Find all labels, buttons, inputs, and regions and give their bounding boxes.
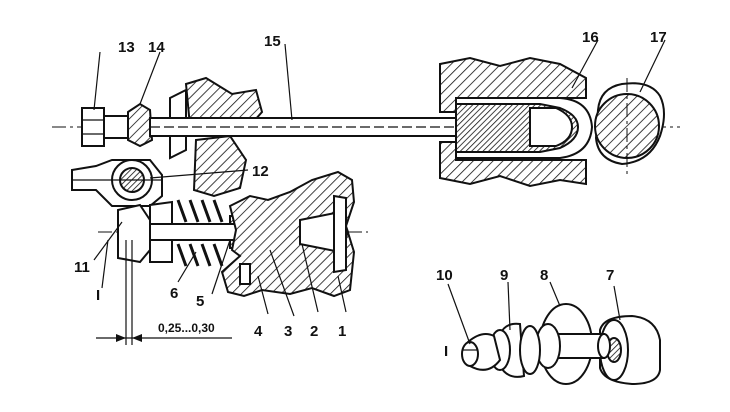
label-14: 14 <box>148 39 165 56</box>
label-11: 11 <box>74 259 90 276</box>
view-marker-I-detail: I <box>444 343 448 360</box>
label-2: 2 <box>310 323 318 340</box>
label-16: 16 <box>582 29 599 46</box>
tappet-guide <box>439 56 594 188</box>
label-6: 6 <box>170 285 178 302</box>
rocker-shaft <box>71 159 163 207</box>
label-3: 3 <box>284 323 292 340</box>
cylinder-head <box>220 170 356 298</box>
label-13: 13 <box>118 39 135 56</box>
label-5: 5 <box>196 293 204 310</box>
view-marker-line <box>101 239 109 289</box>
camshaft <box>594 78 665 176</box>
clearance-dimension <box>96 240 232 345</box>
label-4: 4 <box>254 323 263 340</box>
label-10: 10 <box>436 267 453 284</box>
label-9: 9 <box>500 267 508 284</box>
view-marker-I: I <box>96 287 100 304</box>
leader-lines <box>93 39 666 317</box>
adjusting-screw <box>81 102 154 148</box>
label-1: 1 <box>338 323 346 340</box>
label-17: 17 <box>650 29 667 46</box>
label-15: 15 <box>264 33 281 50</box>
component-detail <box>447 281 661 386</box>
label-8: 8 <box>540 267 548 284</box>
clearance-value: 0,25...0,30 <box>158 321 215 335</box>
label-7: 7 <box>606 267 614 284</box>
label-12: 12 <box>252 163 269 180</box>
rocker-bracket <box>169 76 264 198</box>
